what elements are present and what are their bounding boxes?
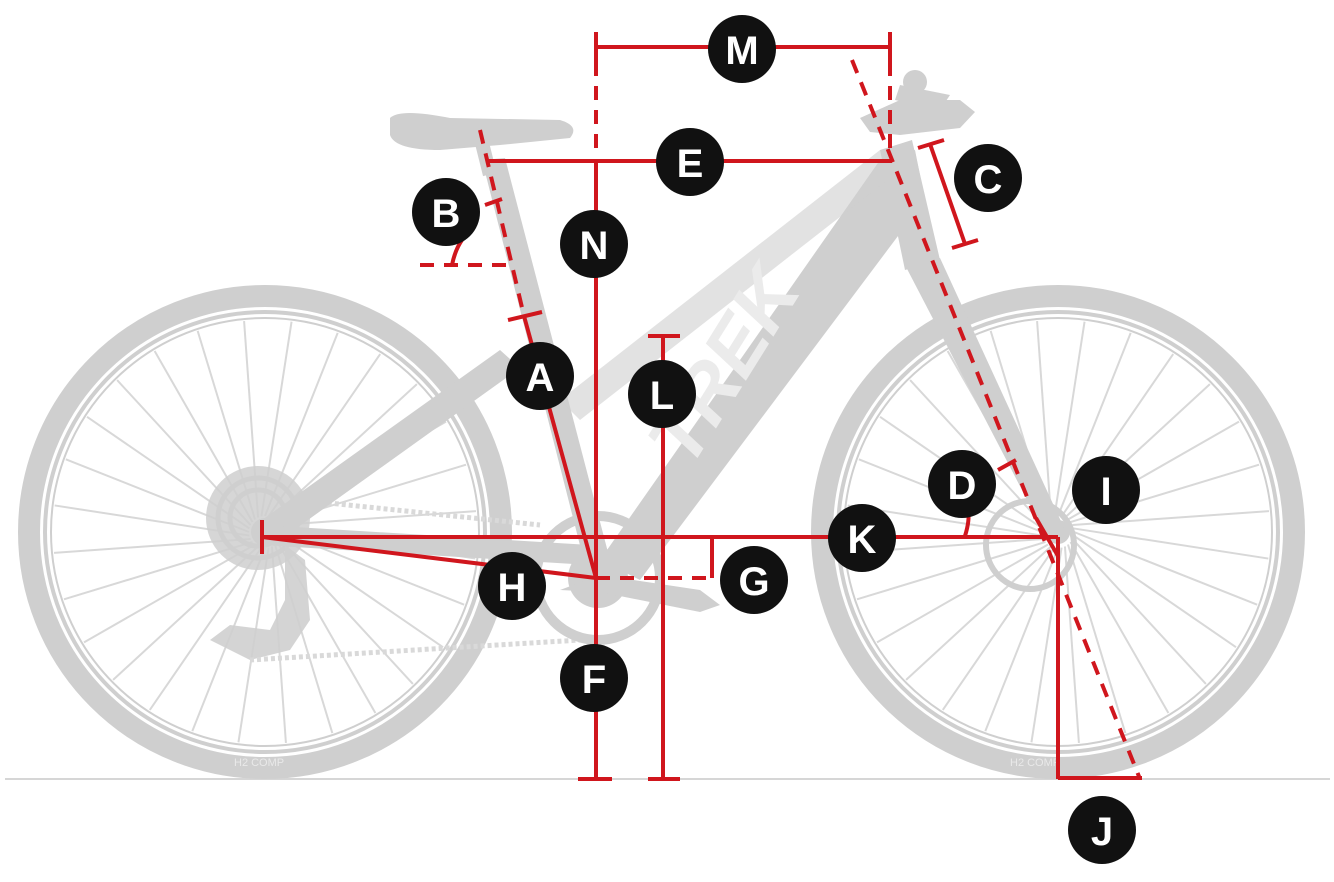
front-spoke <box>1071 538 1207 685</box>
measure-i-line <box>1034 516 1060 558</box>
badge-k: K <box>828 504 896 572</box>
badge-k-text: K <box>848 518 877 562</box>
badge-n: N <box>560 210 628 278</box>
badge-d: D <box>928 450 996 518</box>
badge-l-text: L <box>650 374 674 418</box>
front-spoke <box>1057 332 1132 517</box>
badge-i: I <box>1072 456 1140 524</box>
rear-spoke <box>112 545 259 681</box>
badge-h: H <box>478 552 546 620</box>
badge-a: A <box>506 342 574 410</box>
measure-c-tick-top <box>917 138 945 150</box>
chain <box>249 497 581 663</box>
front-spoke <box>1073 527 1269 560</box>
badge-m: M <box>708 15 776 83</box>
front-spoke <box>1073 531 1258 606</box>
front-spoke <box>905 545 1052 681</box>
badge-c: C <box>954 144 1022 212</box>
front-spoke <box>1036 320 1053 518</box>
front-spoke <box>941 547 1056 711</box>
front-spoke <box>876 543 1049 644</box>
badge-g: G <box>720 546 788 614</box>
badge-j-text: J <box>1091 810 1113 854</box>
badge-g-text: G <box>738 560 769 604</box>
measure-c-line <box>928 143 967 245</box>
badge-l: L <box>628 360 696 428</box>
measure-b-tick <box>484 197 503 207</box>
badge-c-text: C <box>974 158 1003 202</box>
front-spoke <box>1063 546 1080 744</box>
steering-axis <box>850 59 1142 780</box>
rear-spoke <box>280 534 444 649</box>
badge-f-text: F <box>582 658 606 702</box>
measure-a-tick <box>507 310 543 322</box>
rear-spoke <box>274 544 334 734</box>
front-spoke <box>1073 534 1237 649</box>
rear-spoke <box>148 547 263 711</box>
badge-i-text: I <box>1100 470 1111 514</box>
badge-a-text: A <box>526 356 555 400</box>
badge-m-text: M <box>725 29 758 73</box>
measure-c-tick-bottom <box>951 238 979 250</box>
badge-f: F <box>560 644 628 712</box>
badge-d-text: D <box>948 464 977 508</box>
badge-e: E <box>656 128 724 196</box>
measure-d-tick <box>997 458 1017 472</box>
front-spoke <box>984 547 1059 732</box>
badge-n-text: N <box>580 224 609 268</box>
rear-tire-label: H2 COMP <box>234 757 284 769</box>
label-badges: M E C B N A L D <box>412 15 1140 864</box>
front-spoke <box>1067 544 1127 734</box>
rear-spoke <box>83 543 256 644</box>
front-tire-label: H2 COMP <box>1010 757 1060 769</box>
front-spoke <box>856 541 1046 601</box>
seat-tube-axis <box>478 129 526 317</box>
geometry-lines <box>260 32 1142 781</box>
front-spoke <box>1053 321 1086 517</box>
handlebar <box>860 70 975 135</box>
badge-j: J <box>1068 796 1136 864</box>
saddle <box>390 113 574 177</box>
front-spoke <box>1069 541 1170 714</box>
badge-e-text: E <box>677 142 704 186</box>
badge-b-text: B <box>432 192 461 236</box>
badge-h-text: H <box>498 566 527 610</box>
badge-b: B <box>412 178 480 246</box>
